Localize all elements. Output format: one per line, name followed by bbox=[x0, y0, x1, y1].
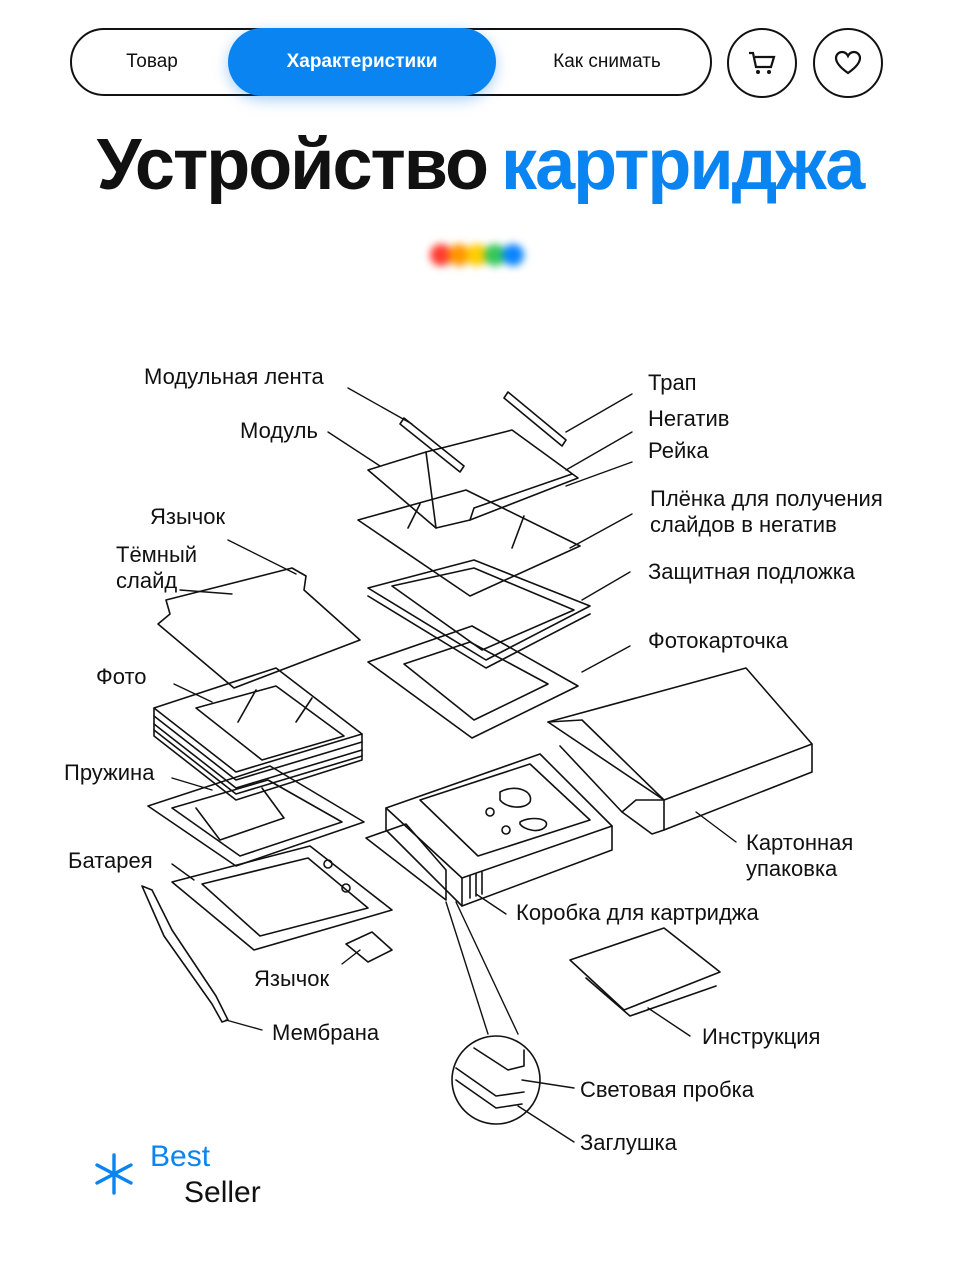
logo-best-text: Best bbox=[150, 1140, 211, 1173]
tab-how-to-shoot[interactable]: Как снимать bbox=[553, 51, 661, 72]
color-dot bbox=[430, 244, 452, 266]
title-accent: картриджа bbox=[501, 125, 865, 205]
title-main: Устройство bbox=[96, 125, 489, 205]
label-cap: Заглушка bbox=[580, 1130, 677, 1155]
tab-product[interactable]: Товар bbox=[126, 51, 178, 72]
color-dot bbox=[484, 244, 506, 266]
label-module: Модуль bbox=[240, 418, 318, 443]
label-trap: Трап bbox=[648, 370, 697, 395]
best-seller-logo: Best Seller bbox=[92, 1138, 292, 1218]
spring-part bbox=[147, 765, 365, 867]
battery-part bbox=[171, 845, 393, 951]
tab-bar: Товар Характеристики Как снимать bbox=[70, 28, 712, 96]
tab-specifications[interactable]: Характеристики bbox=[228, 28, 496, 96]
photo-card-part bbox=[367, 625, 579, 739]
color-dots bbox=[430, 238, 530, 274]
label-cartridge-box: Коробка для картриджа bbox=[516, 900, 759, 925]
cart-button[interactable] bbox=[727, 28, 797, 98]
photo-stack-part bbox=[153, 667, 363, 801]
label-photo: Фото bbox=[96, 664, 147, 689]
modular-tape-part bbox=[399, 391, 567, 473]
color-dot bbox=[466, 244, 488, 266]
label-film: Плёнка для получения слайдов в негатив bbox=[650, 486, 883, 537]
film-part bbox=[357, 489, 581, 597]
membrane-part bbox=[141, 885, 229, 1023]
label-instruction: Инструкция bbox=[702, 1024, 821, 1049]
label-light-plug: Световая пробка bbox=[580, 1077, 754, 1102]
label-modular-tape: Модульная лента bbox=[144, 364, 324, 389]
asterisk-icon bbox=[95, 1153, 133, 1195]
leader-lines bbox=[171, 387, 737, 1143]
label-tongue-top: Язычок bbox=[150, 504, 226, 529]
backing-part bbox=[367, 559, 591, 669]
heart-icon bbox=[834, 50, 862, 75]
instruction-part bbox=[569, 927, 721, 1017]
label-carton: Картонная упаковка bbox=[746, 830, 854, 881]
label-backing: Защитная подложка bbox=[648, 559, 856, 584]
dark-slide-part bbox=[157, 567, 361, 689]
carton-part bbox=[547, 667, 813, 835]
label-membrane: Мембрана bbox=[272, 1020, 380, 1045]
detail-magnifier bbox=[451, 1035, 541, 1125]
cartridge-box-part bbox=[365, 753, 613, 907]
tongue-part bbox=[345, 931, 393, 963]
label-negative: Негатив bbox=[648, 406, 730, 431]
color-dot bbox=[502, 244, 524, 266]
label-dark-slide: Тёмный слайд bbox=[116, 542, 198, 593]
favorite-button[interactable] bbox=[813, 28, 883, 98]
label-battery: Батарея bbox=[68, 848, 153, 873]
logo-seller-text: Seller bbox=[184, 1176, 261, 1209]
cart-icon bbox=[749, 51, 776, 74]
label-photo-card: Фотокарточка bbox=[648, 628, 789, 653]
label-rail: Рейка bbox=[648, 438, 709, 463]
color-dot bbox=[448, 244, 470, 266]
module-part bbox=[367, 429, 579, 529]
label-spring: Пружина bbox=[64, 760, 155, 785]
label-tongue-bottom: Язычок bbox=[254, 966, 330, 991]
